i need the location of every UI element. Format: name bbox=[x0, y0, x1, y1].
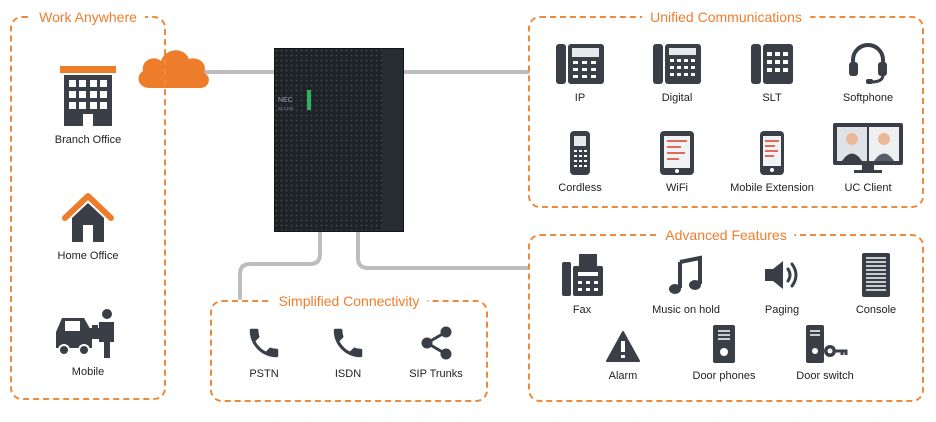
item-label: Paging bbox=[764, 304, 800, 316]
panel-work-anywhere: Work Anywhere Branch Office Home Office bbox=[10, 7, 166, 400]
panel-title: Unified Communications bbox=[642, 7, 810, 27]
item-label: Mobile bbox=[71, 366, 105, 378]
cloud-icon bbox=[138, 50, 209, 88]
ip-phone: IP bbox=[525, 40, 635, 105]
uc-client: UC Client bbox=[813, 122, 923, 195]
music-note-icon bbox=[669, 255, 702, 294]
monitor-icon bbox=[833, 123, 903, 173]
desk-phone-icon bbox=[556, 44, 604, 84]
wire-server-advanced bbox=[356, 230, 530, 270]
panel-simplified-connectivity: Simplified Connectivity PSTN ISDN SIP Tr… bbox=[209, 291, 491, 402]
panel-unified-communications: Unified Communications IP Digital bbox=[525, 7, 924, 208]
speaker-icon bbox=[765, 261, 798, 289]
item-label: UC Client bbox=[844, 182, 892, 194]
door-phones: Door phones bbox=[669, 324, 779, 383]
item-label: WiFi bbox=[666, 182, 688, 194]
slt-phone: SLT bbox=[717, 40, 827, 105]
item-label: PSTN bbox=[249, 368, 279, 380]
phone-handset-icon bbox=[249, 328, 279, 358]
door-phone-icon bbox=[713, 325, 735, 363]
fax-icon bbox=[562, 254, 603, 296]
sip-trunks: SIP Trunks bbox=[381, 324, 491, 381]
pstn: PSTN bbox=[209, 324, 319, 381]
item-label: Softphone bbox=[842, 92, 894, 104]
item-label: Cordless bbox=[558, 182, 602, 194]
home-icon bbox=[62, 193, 114, 242]
item-label: SLT bbox=[762, 92, 782, 104]
building-icon bbox=[60, 66, 116, 126]
wire-server-connectivity bbox=[238, 230, 322, 300]
wifi-phone: WiFi bbox=[622, 130, 732, 195]
softphone: Softphone bbox=[813, 40, 923, 105]
panel-title: Work Anywhere bbox=[31, 7, 145, 27]
tablet-icon bbox=[660, 131, 694, 175]
headset-icon bbox=[849, 43, 887, 84]
item-label: Mobile Extension bbox=[730, 182, 814, 194]
share-icon bbox=[421, 326, 452, 360]
alarm: Alarm bbox=[568, 330, 678, 383]
warning-icon bbox=[606, 331, 640, 362]
item-label: IP bbox=[574, 92, 586, 104]
single-line-phone-icon bbox=[751, 44, 793, 84]
digital-phone: Digital bbox=[622, 40, 732, 105]
server-brand: NEC bbox=[278, 97, 293, 104]
music-on-hold: Music on hold bbox=[631, 252, 741, 317]
server-model: SL2100 bbox=[278, 106, 294, 111]
item-label: Music on hold bbox=[652, 304, 720, 316]
fax: Fax bbox=[527, 252, 637, 317]
mobile-extension: Mobile Extension bbox=[717, 130, 827, 195]
door-switch-icon bbox=[806, 325, 848, 363]
item-label: Door switch bbox=[796, 370, 854, 382]
cordless-phone: Cordless bbox=[525, 130, 635, 195]
item-label: ISDN bbox=[334, 368, 362, 380]
panel-title: Advanced Features bbox=[657, 225, 795, 245]
car-person-icon bbox=[56, 309, 114, 358]
panel-title: Simplified Connectivity bbox=[270, 291, 428, 311]
item-label: Digital bbox=[661, 92, 693, 104]
console: Console bbox=[821, 252, 931, 317]
item-label: Alarm bbox=[608, 370, 638, 382]
console-icon bbox=[862, 253, 890, 297]
pbx-server: NEC SL2100 bbox=[274, 48, 404, 232]
home-office: Home Office bbox=[33, 192, 143, 263]
item-label: Door phones bbox=[692, 370, 756, 382]
item-label: Fax bbox=[572, 304, 592, 316]
panel-advanced-features: Advanced Features Fax Music on hold Pagi… bbox=[527, 225, 924, 402]
paging: Paging bbox=[727, 252, 837, 317]
item-label: SIP Trunks bbox=[409, 368, 463, 380]
isdn: ISDN bbox=[293, 324, 403, 381]
desk-phone-icon bbox=[653, 44, 701, 84]
cordless-phone-icon bbox=[570, 131, 590, 175]
branch-office: Branch Office bbox=[33, 64, 143, 147]
smartphone-icon bbox=[760, 131, 784, 175]
item-label: Home Office bbox=[57, 250, 119, 262]
mobile-worker: Mobile bbox=[33, 308, 143, 379]
door-switch: Door switch bbox=[770, 324, 880, 383]
phone-handset-icon bbox=[333, 328, 363, 358]
item-label: Console bbox=[855, 304, 897, 316]
item-label: Branch Office bbox=[54, 134, 122, 146]
